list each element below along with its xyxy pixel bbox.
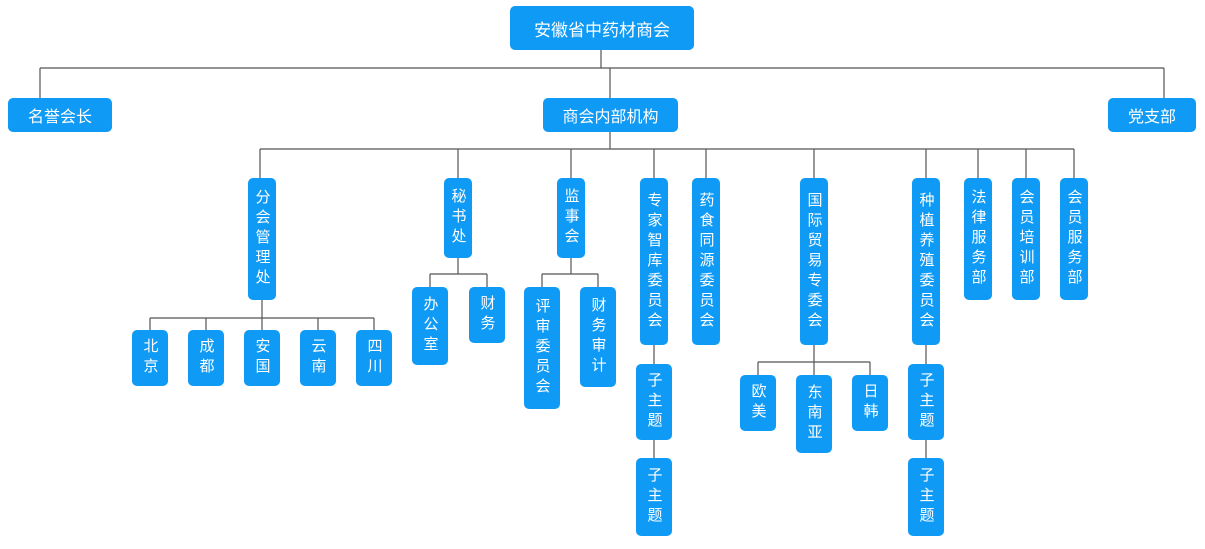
member-training-node[interactable]: 会员培训部 <box>1012 178 1040 300</box>
planting-subtopic-2-node[interactable]: 子主题 <box>908 458 944 536</box>
honorary-president-node[interactable]: 名誉会长 <box>8 98 112 132</box>
expert-think-tank-node[interactable]: 专家智库委员会 <box>640 178 668 345</box>
europe-america-node[interactable]: 欧美 <box>740 375 776 431</box>
root-node[interactable]: 安徽省中药材商会 <box>510 6 694 50</box>
financial-audit-node[interactable]: 财务审计 <box>580 287 616 387</box>
medicine-food-node[interactable]: 药食同源委员会 <box>692 178 720 345</box>
review-committee-node[interactable]: 评审委员会 <box>524 287 560 409</box>
expert-subtopic-2-node[interactable]: 子主题 <box>636 458 672 536</box>
southeast-asia-node[interactable]: 东南亚 <box>796 375 832 453</box>
branch-chengdu-node[interactable]: 成都 <box>188 330 224 386</box>
branch-yunnan-node[interactable]: 云南 <box>300 330 336 386</box>
japan-korea-node[interactable]: 日韩 <box>852 375 888 431</box>
internal-bodies-node[interactable]: 商会内部机构 <box>543 98 678 132</box>
supervisory-board-node[interactable]: 监事会 <box>557 178 585 258</box>
branch-anguo-node[interactable]: 安国 <box>244 330 280 386</box>
branch-sichuan-node[interactable]: 四川 <box>356 330 392 386</box>
secretariat-node[interactable]: 秘书处 <box>444 178 472 258</box>
branch-office-node[interactable]: 分会管理处 <box>248 178 276 300</box>
finance-node[interactable]: 财务 <box>469 287 505 343</box>
planting-subtopic-1-node[interactable]: 子主题 <box>908 364 944 440</box>
party-branch-node[interactable]: 党支部 <box>1108 98 1196 132</box>
branch-beijing-node[interactable]: 北京 <box>132 330 168 386</box>
expert-subtopic-1-node[interactable]: 子主题 <box>636 364 672 440</box>
office-node[interactable]: 办公室 <box>412 287 448 365</box>
legal-services-node[interactable]: 法律服务部 <box>964 178 992 300</box>
member-services-node[interactable]: 会员服务部 <box>1060 178 1088 300</box>
intl-trade-node[interactable]: 国际贸易专委会 <box>800 178 828 345</box>
planting-breeding-node[interactable]: 种植养殖委员会 <box>912 178 940 345</box>
